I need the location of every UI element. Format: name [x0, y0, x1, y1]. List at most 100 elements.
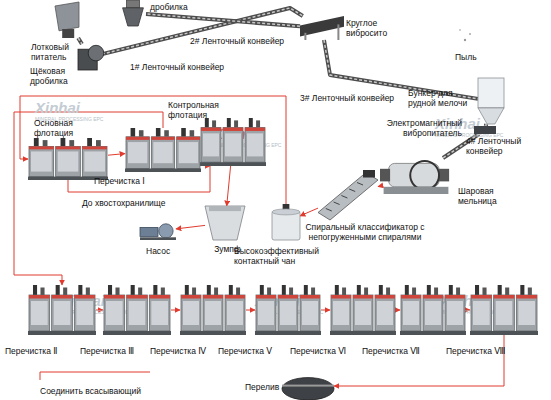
illustration-part — [300, 16, 344, 36]
equipment-illustration — [300, 16, 344, 40]
illustration-part — [207, 285, 211, 295]
equipment-label: Электромагнитный вибропитатель — [352, 118, 462, 138]
equipment-label: Перечистка Ⅷ — [446, 346, 526, 356]
illustration-part — [229, 285, 233, 295]
equipment-node: Перечистка Ⅳ — [180, 285, 246, 335]
equipment-illustration — [282, 372, 334, 400]
illustration-part — [498, 285, 502, 295]
illustration-part — [304, 285, 308, 295]
equipment-node: Зумпф — [205, 206, 245, 240]
illustration-part — [494, 295, 515, 331]
illustration-part — [153, 142, 172, 163]
illustration-part — [337, 24, 339, 40]
illustration-part — [33, 285, 37, 295]
illustration-part — [278, 295, 298, 299]
illustration-part — [123, 8, 144, 26]
illustration-part — [528, 288, 532, 296]
illustration-part — [201, 128, 221, 163]
illustration-part — [335, 285, 339, 295]
illustration-part — [282, 385, 334, 387]
illustration-part — [96, 140, 101, 146]
equipment-label: Зумпф — [205, 244, 250, 254]
illustration-part — [401, 295, 421, 299]
equipment-label: Перечистка Ⅵ — [290, 346, 370, 356]
conveyor-line — [485, 124, 486, 126]
illustration-part — [88, 45, 104, 61]
flow-line — [396, 310, 400, 311]
illustration-part — [78, 285, 82, 295]
illustration-part — [227, 301, 243, 325]
equipment-illustration — [400, 285, 466, 335]
equipment-label: Перелив — [245, 382, 285, 392]
illustration-part — [412, 288, 416, 296]
illustration-part — [357, 183, 363, 186]
illustration-part — [131, 285, 135, 295]
equipment-label: Перечистка Ⅴ — [218, 346, 298, 356]
conveyor-label: 3# Ленточный конвейер — [300, 93, 412, 103]
illustration-part — [447, 301, 463, 325]
illustration-part — [84, 151, 105, 171]
illustration-part — [364, 288, 368, 296]
illustration-part — [249, 118, 253, 128]
illustration-part — [40, 288, 44, 296]
illustration-part — [126, 137, 149, 169]
illustration-part — [380, 169, 390, 182]
conveyor-label: 4# Ленточный конвейер — [466, 136, 528, 156]
equipment-node: Перечистка Ⅰ — [125, 128, 201, 172]
illustration-part — [205, 206, 245, 240]
illustration-part — [43, 140, 48, 146]
equipment-label: Шаровая мельница — [458, 186, 513, 206]
illustration-part — [245, 128, 265, 131]
illustration-part — [282, 285, 286, 295]
illustration-part — [272, 209, 300, 215]
illustration-part — [29, 146, 54, 176]
illustration-part — [516, 295, 537, 331]
illustration-part — [151, 137, 174, 169]
equipment-node: Насос — [140, 222, 176, 240]
illustration-part — [300, 295, 320, 299]
illustration-part — [29, 295, 50, 299]
equipment-illustration — [470, 285, 538, 335]
illustration-part — [127, 0, 140, 8]
illustration-part — [403, 301, 419, 325]
illustration-part — [353, 295, 373, 331]
illustration-part — [311, 288, 315, 296]
illustration-part — [289, 288, 293, 296]
illustration-part — [245, 128, 265, 163]
illustration-part — [180, 331, 246, 335]
conveyor-line — [102, 8, 303, 54]
illustration-part — [384, 187, 449, 194]
equipment-node: Перечистка Ⅷ — [470, 285, 538, 335]
illustration-part — [74, 295, 95, 331]
flow-line — [171, 310, 180, 311]
illustration-part — [104, 295, 125, 299]
illustration-part — [181, 128, 186, 137]
illustration-part — [140, 227, 158, 236]
illustration-part — [379, 285, 383, 295]
flow-line — [334, 335, 504, 386]
illustration-part — [334, 202, 340, 205]
equipment-label: Высокоэффективный контактный чан — [234, 246, 334, 266]
illustration-part — [153, 285, 157, 295]
illustration-part — [247, 133, 263, 156]
illustration-part — [474, 126, 496, 134]
equipment-illustration — [125, 128, 201, 172]
flow-path — [300, 208, 318, 216]
equipment-node: Высокоэффективный контактный чан — [272, 204, 300, 240]
illustration-part — [236, 288, 240, 296]
illustration-part — [471, 295, 492, 299]
illustration-part — [518, 301, 535, 325]
illustration-part — [164, 130, 169, 137]
illustration-part — [205, 301, 221, 325]
illustration-part — [179, 142, 198, 163]
flow-line — [300, 208, 318, 216]
illustration-part — [302, 301, 318, 325]
equipment-illustration — [140, 222, 176, 240]
dust-dot — [469, 33, 471, 35]
illustration-part — [103, 331, 171, 335]
illustration-part — [475, 285, 479, 295]
flow-path — [176, 225, 205, 229]
illustration-part — [357, 285, 361, 295]
equipment-label: Спиральный классификатор с непогруженным… — [290, 222, 440, 242]
illustration-part — [341, 196, 347, 199]
